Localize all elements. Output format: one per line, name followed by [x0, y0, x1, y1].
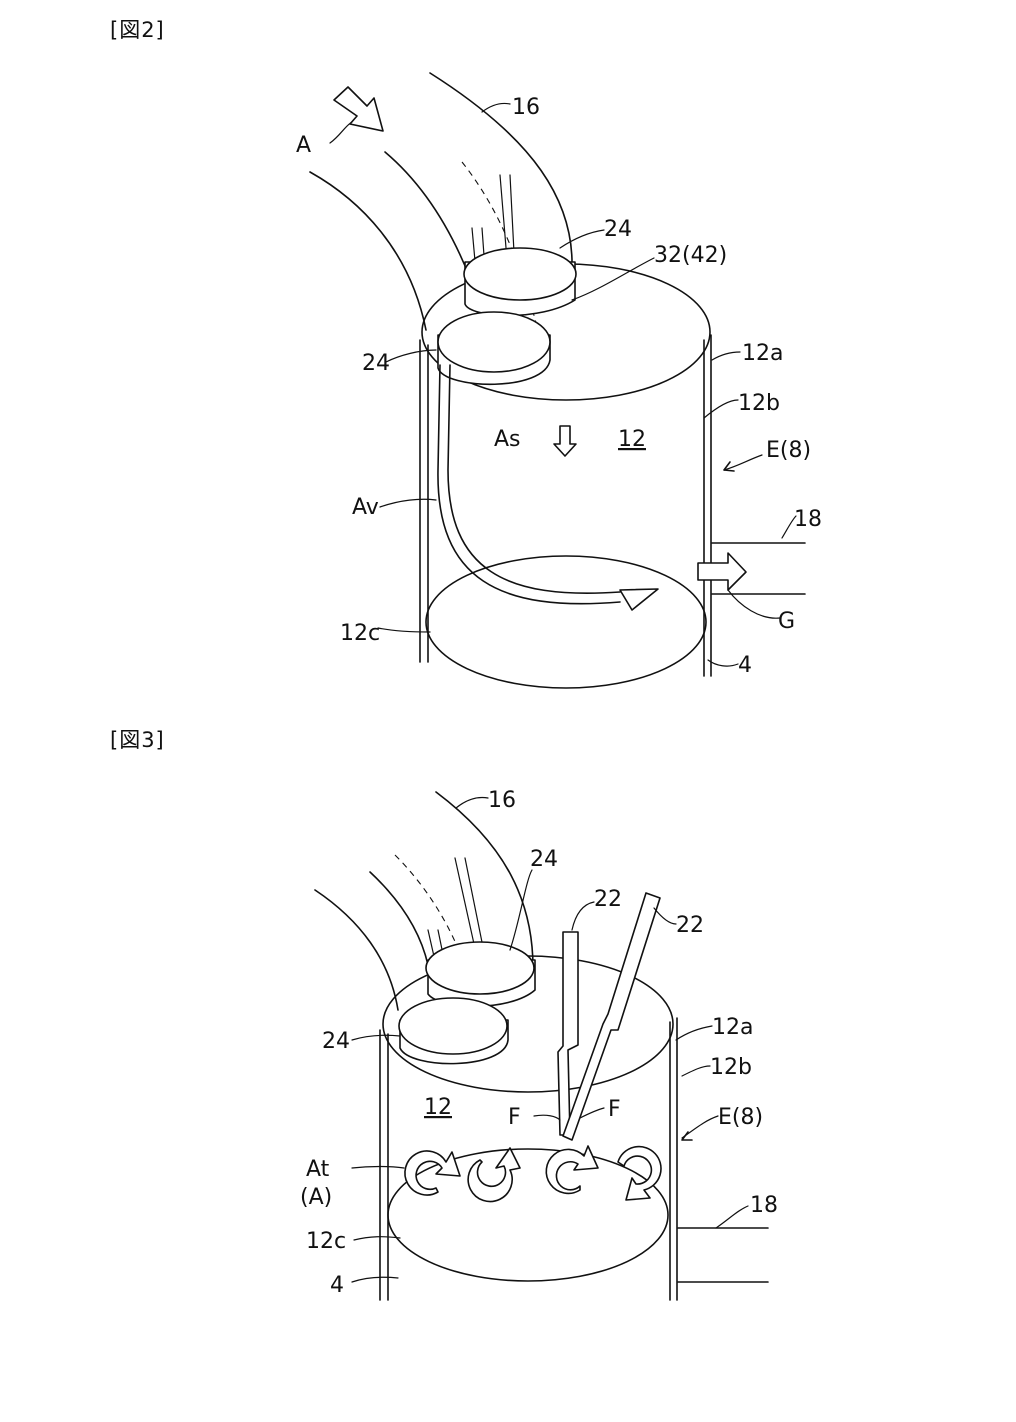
- figure-3-drawing: [314, 791, 769, 1301]
- label-A: A: [296, 133, 311, 158]
- label-F-right: F: [608, 1097, 621, 1122]
- piston-top-12c: [387, 1148, 669, 1282]
- label-22-right: 22: [676, 913, 704, 938]
- swirl-arrow: [553, 425, 577, 457]
- exhaust-arrow: [697, 552, 747, 591]
- label-18: 18: [750, 1193, 778, 1218]
- figure-2-title: [図2]: [110, 18, 165, 42]
- label-12: 12: [424, 1095, 452, 1120]
- valve-lower: [437, 311, 551, 373]
- label-12c: 12c: [340, 621, 380, 646]
- intake-arrow: [333, 86, 384, 132]
- label-18: 18: [794, 507, 822, 532]
- label-16: 16: [488, 788, 516, 813]
- label-12a: 12a: [742, 341, 783, 366]
- label-22-left: 22: [594, 887, 622, 912]
- label-12b: 12b: [710, 1055, 752, 1080]
- label-At: At: [306, 1157, 330, 1182]
- label-24-upper: 24: [604, 217, 632, 242]
- label-E8: E(8): [718, 1105, 763, 1130]
- label-12c: 12c: [306, 1229, 346, 1254]
- label-E8: E(8): [766, 438, 811, 463]
- label-Av: Av: [352, 495, 379, 520]
- label-24-lower: 24: [362, 351, 390, 376]
- figure-2-drawing: [309, 72, 806, 689]
- label-16: 16: [512, 95, 540, 120]
- label-12b: 12b: [738, 391, 780, 416]
- label-24-upper: 24: [530, 847, 558, 872]
- label-4: 4: [330, 1273, 344, 1298]
- label-F-left: F: [508, 1105, 521, 1130]
- label-12: 12: [618, 427, 646, 452]
- label-4: 4: [738, 653, 752, 678]
- label-A-sub: (A): [300, 1185, 332, 1210]
- injector-right: [562, 892, 661, 1141]
- valve-upper: [463, 247, 577, 301]
- label-32-42: 32(42): [654, 243, 727, 268]
- label-As: As: [494, 427, 521, 452]
- label-12a: 12a: [712, 1015, 753, 1040]
- piston-top-12c: [425, 555, 707, 689]
- label-24-lower: 24: [322, 1029, 350, 1054]
- tumble-loops: [404, 1145, 662, 1203]
- valve-upper: [425, 941, 535, 995]
- valve-lower: [398, 997, 508, 1055]
- label-G: G: [778, 609, 795, 634]
- intake-duct: [435, 791, 534, 991]
- figure-3-title: [図3]: [110, 728, 165, 752]
